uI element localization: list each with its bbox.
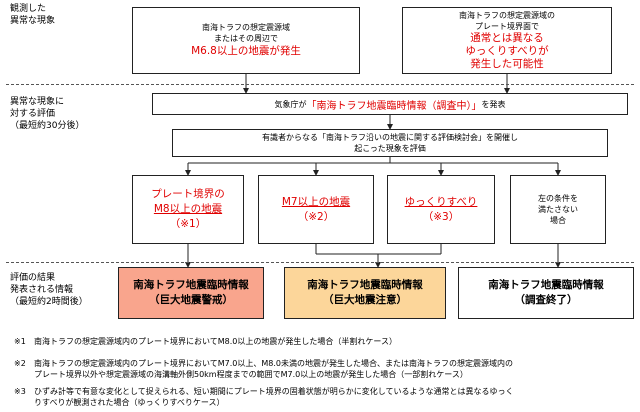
case-box-other: 左の条件を 満たさない 場合 [510, 175, 606, 244]
side-label-observed: 観測した 異常な現象 [10, 4, 56, 26]
result-box-end: 南海トラフ地震臨時情報 （調査終了） [458, 267, 634, 319]
footnote-2: ※2 南海トラフの想定震源域内のプレート境界においてM7.0以上、M8.0未満の… [14, 359, 514, 379]
side-label-evaluation: 異常な現象に 対する評価 （最短約30分後） [10, 97, 85, 131]
side-label-result: 評価の結果 発表される情報 （最短約2時間後） [10, 273, 88, 307]
announce-box: 気象庁が 「南海トラフ地震臨時情報（調査中）」 を発表 [152, 93, 628, 115]
observed-box-earthquake-highlight: M6.8以上の地震が発生 [191, 45, 301, 57]
case-box-m7: M7以上の地震 （※2） [258, 175, 374, 244]
section-divider [6, 84, 634, 85]
announce-highlight: 「南海トラフ地震臨時情報（調査中）」 [306, 100, 482, 112]
footnote-3: ※3 ひずみ計等で有意な変化として捉えられる、短い期間にプレート境界の固着状態が… [14, 387, 514, 407]
case-box-slow-slip: ゆっくりすべり （※3） [387, 175, 495, 244]
committee-box: 有識者からなる「南海トラフ沿いの地震に関する評価検討会」を開催し 起こった現象を… [172, 129, 608, 157]
result-box-warning: 南海トラフ地震臨時情報 （巨大地震警戒） [118, 267, 264, 319]
section-divider [6, 262, 634, 263]
footnote-1: ※1 南海トラフの想定震源域内のプレート境界においてM8.0以上の地震が発生した… [14, 337, 397, 346]
case-box-m8: プレート境界の M8以上の地震 （※1） [132, 175, 244, 244]
observed-box-slow-slip: 南海トラフの想定震源域の プレート境界面で 通常とは異なる ゆっくりすべりが 発… [402, 7, 612, 74]
result-box-advisory: 南海トラフ地震臨時情報 （巨大地震注意） [284, 267, 446, 319]
observed-box-earthquake: 南海トラフの想定震源域 またはその周辺で M6.8以上の地震が発生 [132, 7, 360, 74]
